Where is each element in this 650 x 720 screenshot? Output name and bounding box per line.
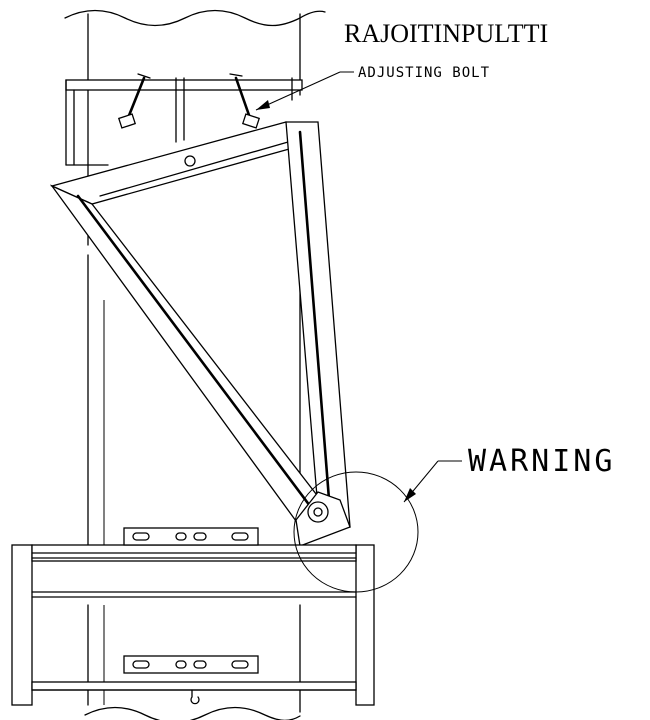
adjusting-bolt-right bbox=[229, 73, 261, 129]
warning-detail-circle bbox=[293, 471, 419, 593]
drawing-title: RAJOITINPULTTI bbox=[344, 19, 548, 48]
lower-frame bbox=[11, 527, 375, 706]
top-clamp bbox=[65, 77, 303, 166]
bracket-arm bbox=[50, 121, 351, 547]
adjusting-bolt-left bbox=[117, 73, 151, 129]
warning-label: WARNING bbox=[468, 444, 615, 479]
leader-lines bbox=[255, 71, 462, 503]
adjusting-bolt-label: ADJUSTING BOLT bbox=[358, 65, 490, 81]
